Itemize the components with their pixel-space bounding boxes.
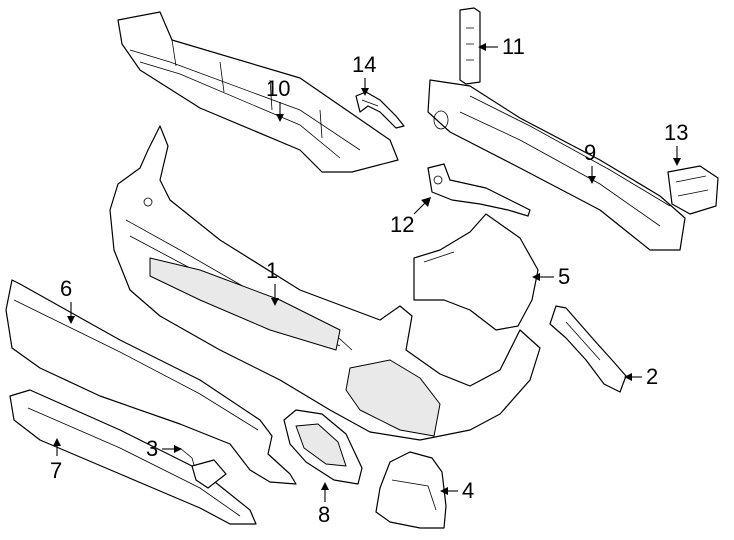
callout-label-12: 12 (390, 212, 414, 237)
callout-11: 11 (478, 34, 525, 59)
part-14-bracket (355, 91, 405, 129)
callout-label-14: 14 (352, 52, 376, 77)
callout-6: 6 (60, 276, 75, 324)
callout-label-11: 11 (502, 34, 525, 59)
part-4-bracket (375, 451, 447, 529)
part-7-skid-plate (9, 389, 257, 525)
callout-3: 3 (146, 436, 182, 461)
callout-9: 9 (584, 140, 596, 184)
callout-label-10: 10 (266, 76, 290, 101)
part-11-bracket (459, 7, 481, 85)
callout-label-9: 9 (584, 140, 596, 165)
part-9-reinforcement (427, 79, 686, 251)
part-2-bracket (549, 305, 627, 393)
callout-7: 7 (50, 438, 62, 483)
callout-label-3: 3 (146, 436, 158, 461)
callout-label-2: 2 (646, 364, 658, 389)
callout-13: 13 (664, 120, 688, 166)
callout-8: 8 (318, 482, 330, 527)
callout-label-6: 6 (60, 276, 72, 301)
callout-14: 14 (352, 52, 376, 96)
callout-12: 12 (390, 197, 431, 237)
callout-5: 5 (532, 264, 570, 289)
callout-label-7: 7 (50, 458, 62, 483)
part-1-bumper-cover (109, 125, 541, 441)
callout-label-4: 4 (462, 478, 474, 503)
part-13-sensor (667, 165, 719, 215)
callout-4: 4 (440, 478, 474, 503)
callout-2: 2 (624, 364, 658, 389)
callout-10: 10 (266, 76, 290, 122)
part-5-side-trim (413, 213, 539, 331)
part-3-clip (179, 447, 227, 489)
callout-label-13: 13 (664, 120, 688, 145)
callout-1: 1 (266, 258, 279, 306)
part-6-valance (5, 279, 297, 485)
callout-label-8: 8 (318, 502, 330, 527)
part-12-bracket (427, 163, 531, 217)
callout-label-1: 1 (266, 258, 278, 283)
callout-label-5: 5 (558, 264, 570, 289)
part-10-absorber (117, 11, 399, 173)
part-8-bezel (283, 409, 363, 485)
